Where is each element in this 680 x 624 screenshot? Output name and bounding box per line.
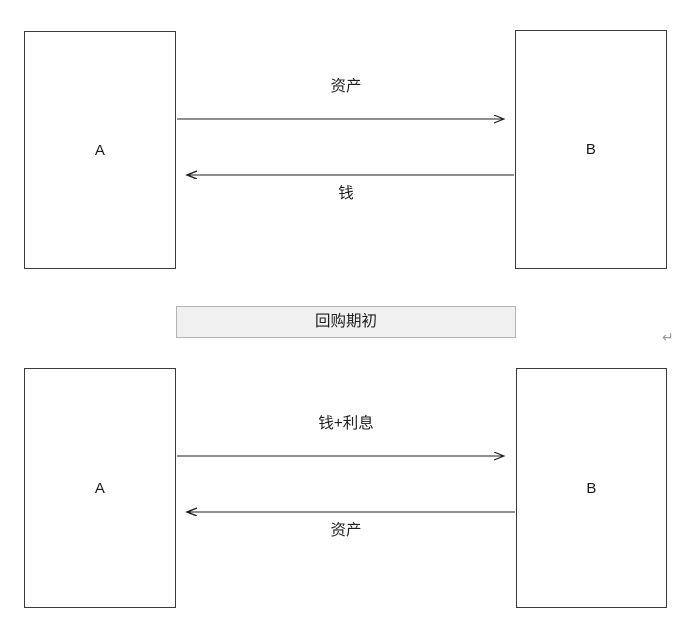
entity-label-a-top: A	[94, 141, 106, 159]
entity-box-b-top[interactable]: B	[515, 30, 667, 269]
flow-label-assets-to-b: 资产	[330, 78, 362, 95]
return-mark-icon: ↵	[662, 330, 674, 346]
entity-box-a-bottom[interactable]: A	[24, 368, 176, 608]
entity-box-b-bottom[interactable]: B	[516, 368, 667, 608]
phase-banner[interactable]: 回购期初	[176, 306, 516, 338]
phase-banner-label: 回购期初	[314, 313, 377, 331]
entity-label-b-bottom: B	[586, 479, 597, 497]
entity-box-a-top[interactable]: A	[24, 31, 176, 269]
entity-label-b-top: B	[585, 141, 597, 158]
entity-label-a-bottom: A	[94, 479, 106, 497]
flow-label-assets-to-a: 资产	[330, 522, 362, 539]
flow-label-money-plus-interest-to-b: 钱+利息	[318, 415, 374, 432]
flow-label-money-to-a: 钱	[338, 185, 354, 202]
